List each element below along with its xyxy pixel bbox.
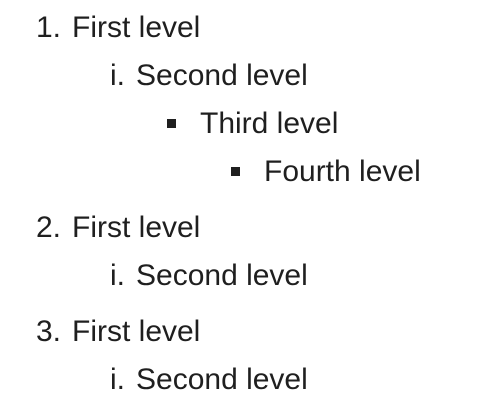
list-marker-roman: i. [110,363,125,396]
list-item-label: Second level [136,259,308,292]
list-item-label: First level [72,11,201,44]
square-bullet-icon [231,167,240,176]
list-item-label: Fourth level [264,155,421,188]
list-marker-roman: i. [110,59,125,92]
list-item-label: Third level [200,107,339,140]
list-marker-number: 2. [36,211,62,244]
list-item-label: First level [72,315,201,348]
square-bullet-icon [167,119,176,128]
list-item-label: Second level [136,59,308,92]
list-marker-number: 3. [36,315,62,348]
list-item-label: First level [72,211,201,244]
list-marker-number: 1. [36,11,62,44]
list-marker-roman: i. [110,259,125,292]
list-item-label: Second level [136,363,308,396]
